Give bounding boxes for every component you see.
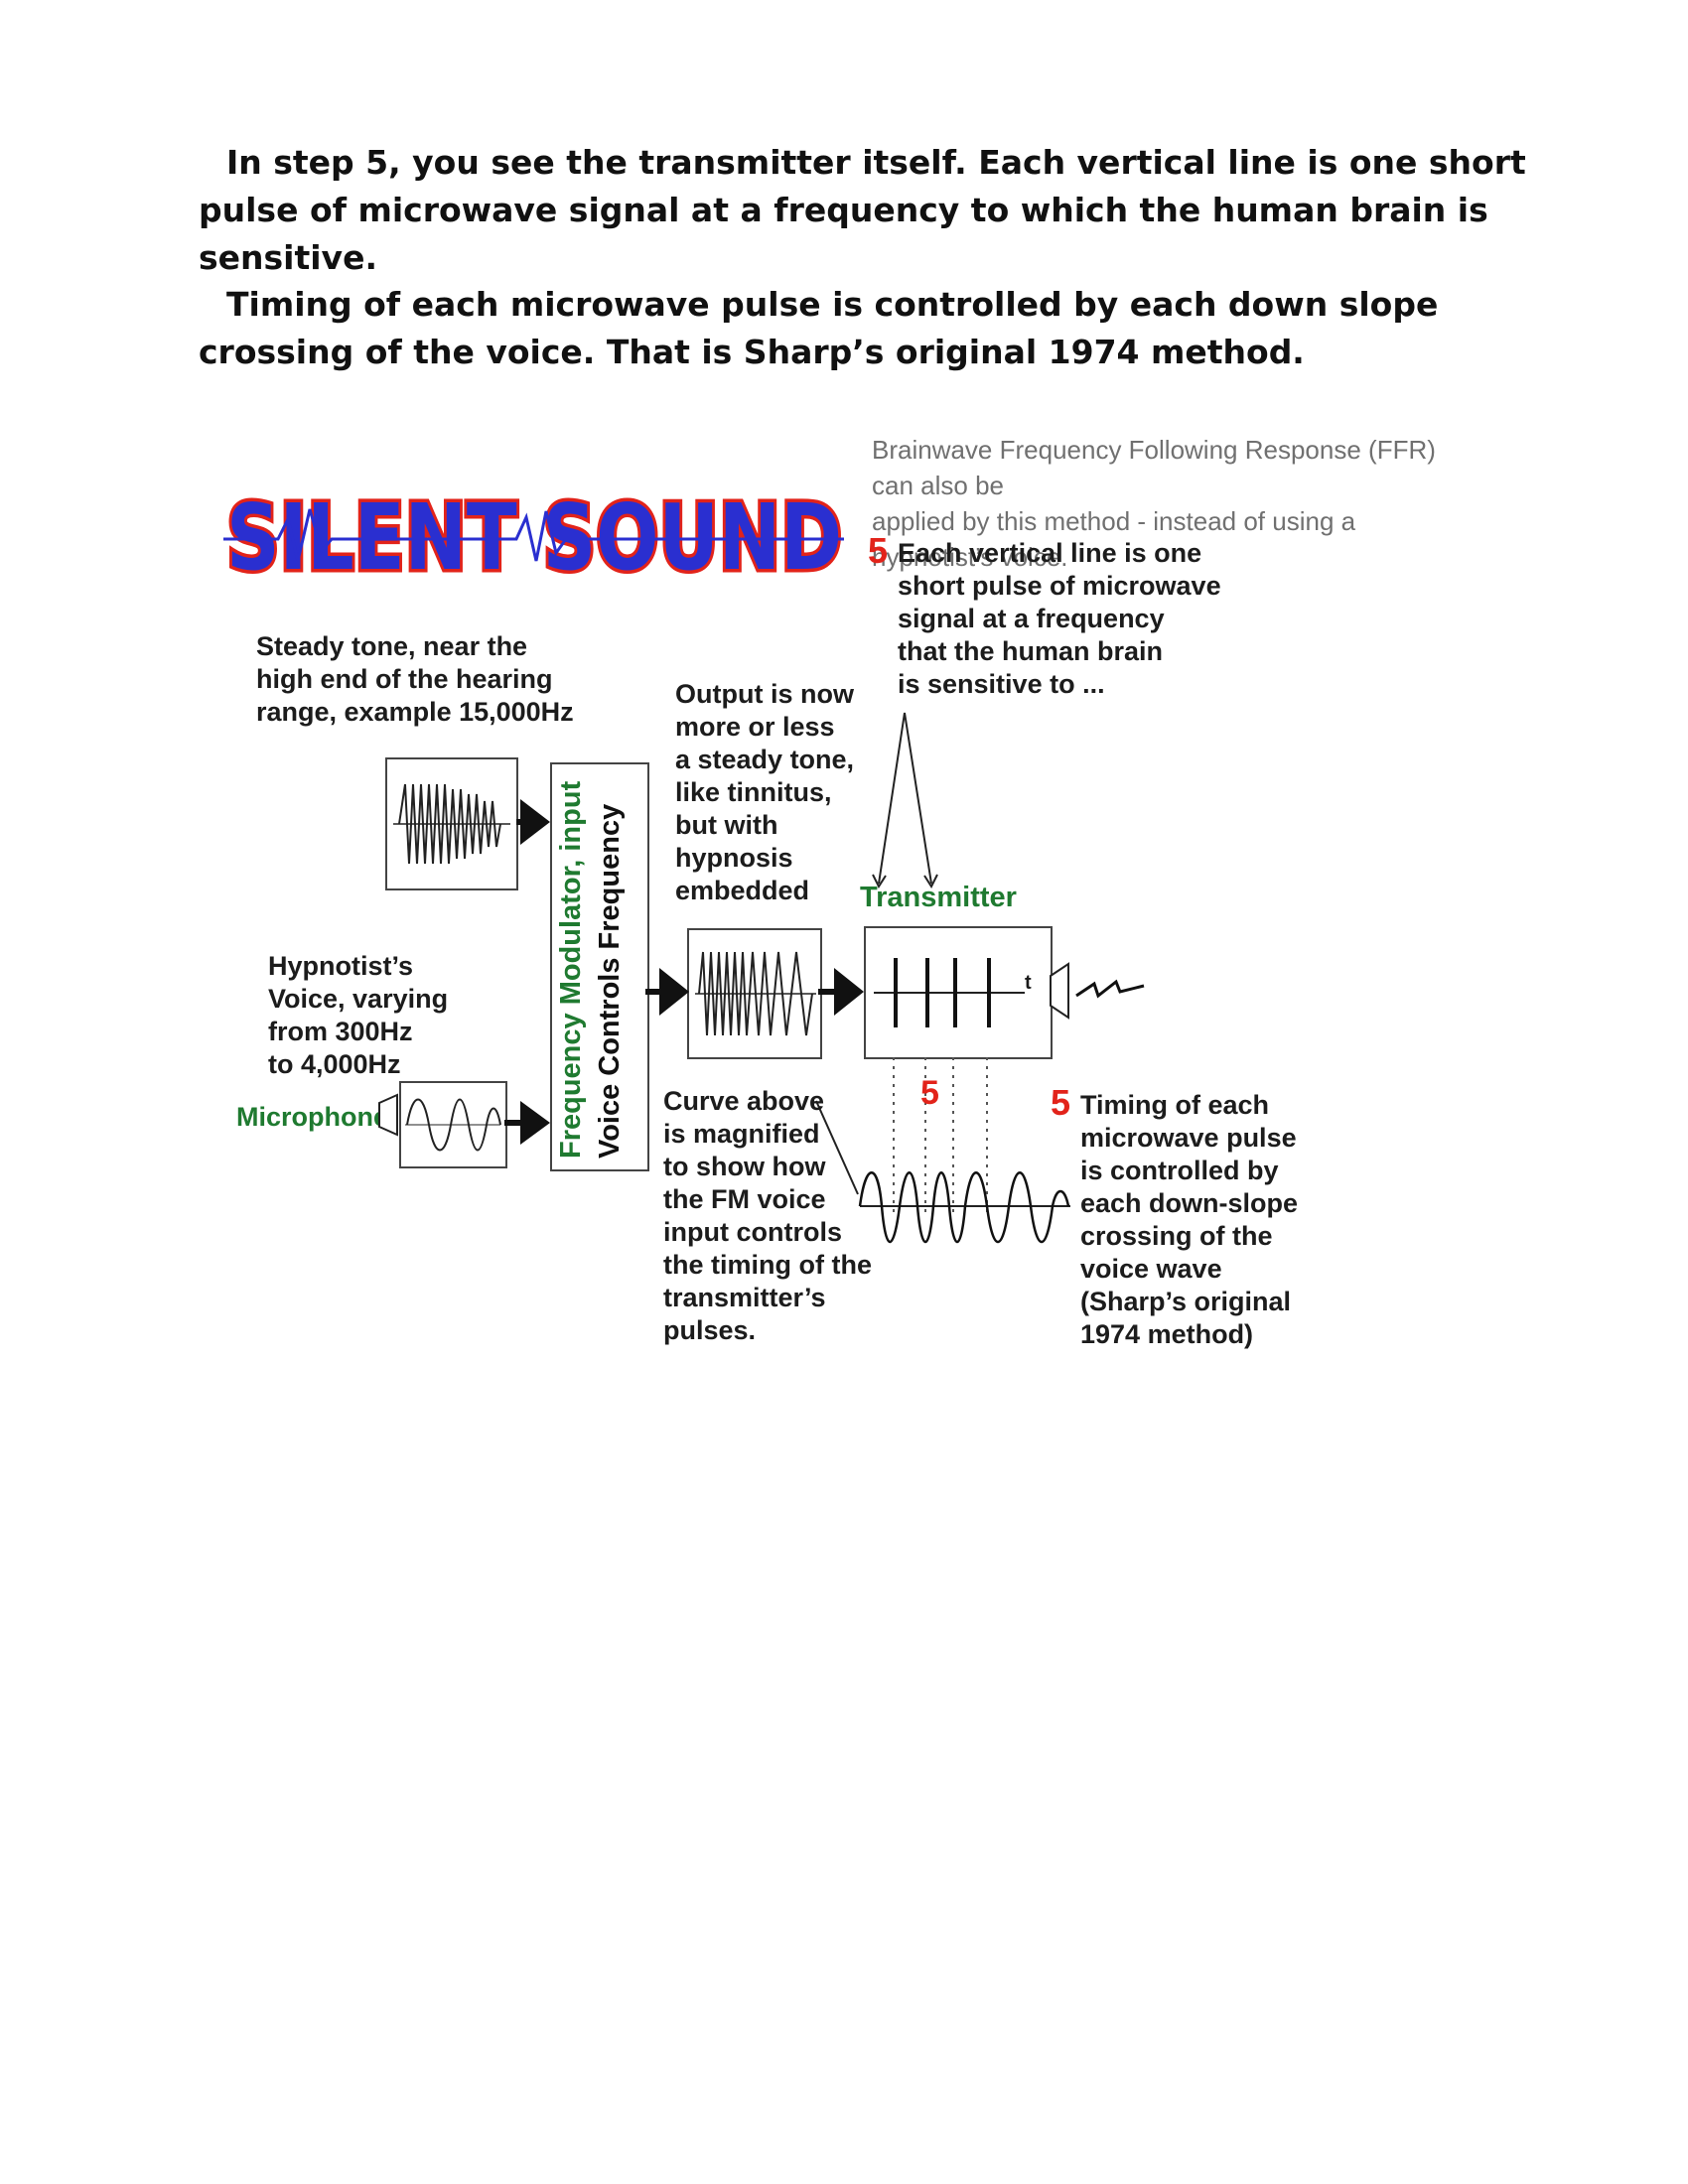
magnified-voice-wave <box>858 1171 1070 1243</box>
output-note: Output is now more or less a steady tone… <box>675 679 855 905</box>
step-five-marker-top: 5 <box>868 530 889 571</box>
pointer-to-pulses <box>872 712 938 889</box>
antenna-emission-icon <box>1050 962 1145 1020</box>
curve-note: Curve above is magnified to show how the… <box>663 1086 872 1345</box>
frequency-modulator-box <box>550 762 649 1171</box>
arrow-output-to-transmitter <box>818 968 864 1016</box>
silent-sound-logo: SILENT SOUND <box>223 481 846 595</box>
arrow-modulator-to-output <box>645 968 689 1016</box>
pulse-note: Each vertical line is one short pulse of… <box>898 538 1221 699</box>
transmitter-box: t <box>864 926 1053 1059</box>
fm-output-box <box>687 928 822 1059</box>
arrow-tone-to-modulator <box>516 799 550 845</box>
step-five-marker-middle: 5 <box>920 1074 939 1112</box>
paragraph-timing: Timing of each microwave pulse is contro… <box>199 281 1529 376</box>
time-axis-label: t <box>1025 972 1032 994</box>
voice-wave-icon <box>405 1098 501 1152</box>
transmitter-label: Transmitter <box>860 882 1017 913</box>
paragraph-timing-text: Timing of each microwave pulse is contro… <box>199 285 1439 371</box>
dotted-guides <box>893 1057 988 1216</box>
steady-tone-box <box>385 757 518 890</box>
microphone-label: Microphone <box>236 1102 388 1132</box>
modulator-label-input: Frequency Modulator, input <box>555 780 587 1159</box>
high-frequency-wave-icon <box>393 783 510 865</box>
microphone-icon <box>378 1093 398 1137</box>
transmitter-pulses-icon <box>874 958 1025 1027</box>
paragraph-step5-text: In step 5, you see the transmitter itsel… <box>199 143 1526 277</box>
hypnotist-voice-note: Hypnotist’s Voice, varying from 300Hz to… <box>268 951 449 1079</box>
fm-output-wave-icon <box>695 951 816 1036</box>
arrow-mic-to-modulator <box>504 1101 550 1145</box>
modulator-label-voice: Voice Controls Frequency <box>594 803 626 1159</box>
step-five-marker-bottom: 5 <box>1051 1082 1071 1123</box>
steady-tone-note: Steady tone, near the high end of the he… <box>256 631 574 727</box>
silent-sound-diagram: SILENT SOUND Brainwave Frequency Followi… <box>218 422 1479 1375</box>
ffr-note: Brainwave Frequency Following Response (… <box>872 435 1436 572</box>
paragraph-step5: In step 5, you see the transmitter itsel… <box>199 139 1529 282</box>
logo-wave-line <box>223 508 844 562</box>
timing-note: Timing of each microwave pulse is contro… <box>1080 1090 1299 1349</box>
voice-wave-box <box>399 1081 507 1168</box>
